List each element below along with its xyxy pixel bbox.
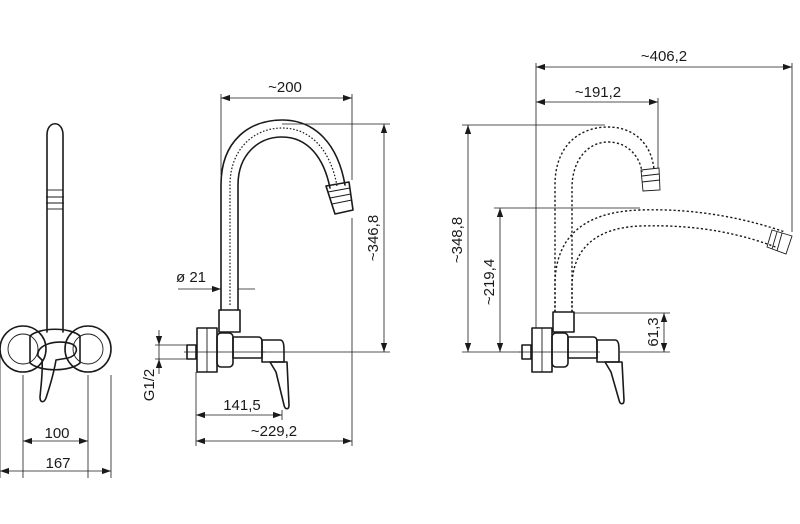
- dim-label-219: ~219,4: [481, 259, 498, 305]
- dim-label-61: 61,3: [645, 317, 662, 346]
- gooseneck-outer: [220, 119, 346, 311]
- middle-side-view: ~200 ~346,8 ø 21 141,5 ~229,2 G1/2: [141, 79, 390, 446]
- dim-label-167: 167: [45, 455, 70, 472]
- right-escutcheon: [64, 325, 112, 373]
- front-lever: [37, 341, 78, 403]
- swing-spout-upper: [554, 209, 786, 312]
- alt-aerator: [640, 167, 661, 192]
- front-body: [29, 328, 81, 371]
- aerator: [325, 181, 354, 215]
- swing-aerator: [766, 229, 793, 255]
- front-view: 100 167: [0, 122, 112, 478]
- dim-label-229: ~229,2: [251, 423, 297, 440]
- left-escutcheon: [0, 325, 47, 373]
- right-lever: [604, 361, 625, 405]
- right-side-view: ~406,2 ~191,2 ~348,8 ~219,4 61,3: [449, 48, 793, 405]
- right-body: [567, 336, 598, 359]
- dim-label-g12: G1/2: [141, 369, 158, 402]
- gooseneck-inner: [237, 136, 331, 311]
- middle-body: [232, 336, 263, 359]
- dim-label-100: 100: [44, 425, 69, 442]
- alt-gooseneck-outer: [554, 126, 655, 312]
- dim-label-346: ~346,8: [365, 215, 382, 261]
- dim-label-200: ~200: [268, 79, 302, 96]
- middle-lever: [269, 361, 290, 410]
- dim-label-406: ~406,2: [641, 48, 687, 65]
- dim-label-141: 141,5: [223, 397, 261, 414]
- dim-label-21: ø 21: [176, 269, 206, 286]
- middle-handle-top: [261, 339, 285, 363]
- dim-label-348: ~348,8: [449, 217, 466, 263]
- front-spout: [46, 122, 64, 333]
- dim-label-191: ~191,2: [575, 84, 621, 101]
